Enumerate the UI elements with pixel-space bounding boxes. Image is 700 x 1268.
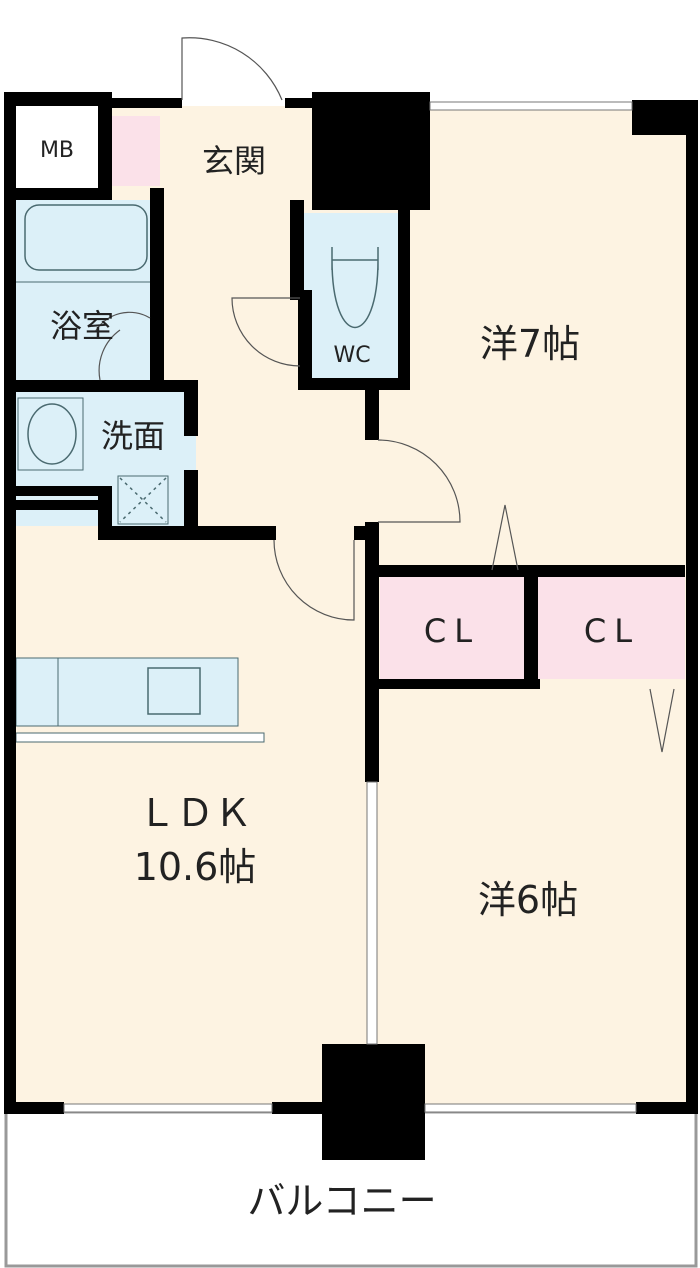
- label-ldk: ＬＤＫ: [138, 791, 252, 835]
- label-balcony: バルコニー: [247, 1179, 436, 1223]
- windows: [63, 101, 637, 1113]
- sink-counter: [17, 397, 84, 471]
- closet2-door[interactable]: [649, 688, 675, 753]
- bathtub: [24, 204, 148, 271]
- washer-pan: [117, 475, 169, 525]
- bedroom1-door[interactable]: [377, 439, 461, 523]
- toilet: [331, 247, 379, 329]
- closet1-area: [380, 577, 524, 679]
- closet2-area: [538, 577, 685, 679]
- label-closet2: CL: [584, 612, 640, 650]
- door-swings: [94, 37, 675, 753]
- label-bedroom1: 洋7帖: [480, 322, 580, 366]
- bath-door[interactable]: [94, 311, 151, 381]
- wc-area: [303, 213, 398, 378]
- ldk-door[interactable]: [273, 539, 355, 621]
- label-mb: MB: [40, 138, 74, 163]
- wc-door[interactable]: [231, 297, 301, 367]
- entry-door[interactable]: [181, 37, 283, 101]
- label-washroom: 洗面: [101, 417, 165, 455]
- label-closet1: CL: [424, 612, 480, 650]
- kitchen-counter: [15, 657, 239, 727]
- sink-basin: [27, 403, 77, 465]
- bath-area: [16, 200, 152, 380]
- walls: [4, 92, 698, 1160]
- label-wc: WC: [333, 343, 370, 368]
- shoe-closet: [112, 116, 160, 186]
- label-bedroom2: 洋6帖: [478, 878, 578, 922]
- label-genkan: 玄関: [202, 142, 266, 180]
- kitchen-bar: [15, 732, 265, 743]
- closet1-door[interactable]: [491, 504, 519, 571]
- mb-area: [16, 106, 98, 188]
- label-bath: 浴室: [50, 307, 114, 345]
- kitchen-sink: [147, 667, 201, 715]
- label-ldk-size: 10.6帖: [134, 845, 257, 889]
